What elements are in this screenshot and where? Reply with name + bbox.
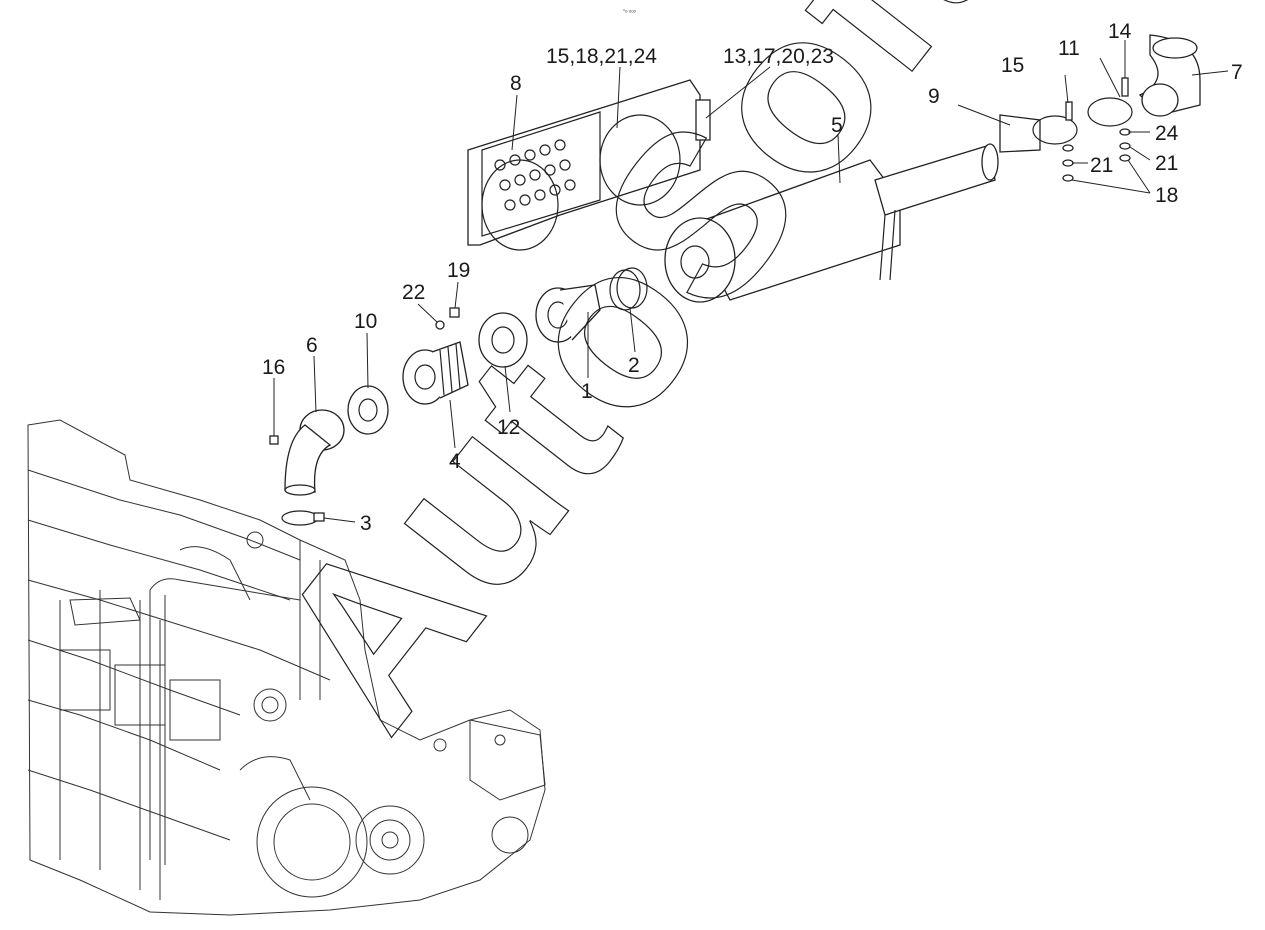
callout-2: 2 xyxy=(628,354,640,377)
callout-6: 6 xyxy=(306,334,318,357)
engine-assembly xyxy=(27,419,546,916)
part-3-clamp xyxy=(281,510,325,526)
callout-16: 16 xyxy=(262,356,285,379)
callout-3: 3 xyxy=(360,512,372,535)
leader-lines xyxy=(273,40,1229,523)
callout-5: 5 xyxy=(831,114,843,137)
callout-15: 15 xyxy=(1001,54,1024,77)
part-1-flange-pipe xyxy=(535,284,601,343)
callout-18: 18 xyxy=(1155,184,1178,207)
callout-21-left: 21 xyxy=(1090,154,1113,177)
part-7-elbow xyxy=(1138,34,1201,117)
callout-13-17-20-23: 13,17,20,23 xyxy=(723,45,834,68)
part-5-muffler xyxy=(664,143,999,303)
callout-10: 10 xyxy=(354,310,377,333)
callouts: 8 15,18,21,24 13,17,20,23 5 9 15 11 14 7… xyxy=(262,20,1243,535)
header-mark: ▫ₒ ₒₒₒ xyxy=(623,8,637,14)
callout-11: 11 xyxy=(1058,37,1080,60)
part-8-frame xyxy=(467,79,711,251)
callout-19: 19 xyxy=(447,259,470,282)
part-6-elbow-pipe xyxy=(284,409,345,496)
callout-21-right: 21 xyxy=(1155,152,1178,175)
callout-4: 4 xyxy=(449,450,461,473)
callout-7: 7 xyxy=(1231,61,1243,84)
watermark: AutoSoft xyxy=(224,0,1034,772)
callout-12: 12 xyxy=(497,416,520,439)
fasteners-right xyxy=(1062,128,1131,182)
callout-22: 22 xyxy=(402,281,425,304)
callout-8: 8 xyxy=(510,72,522,95)
callout-24: 24 xyxy=(1155,122,1179,145)
callout-14: 14 xyxy=(1108,20,1132,43)
callout-1: 1 xyxy=(581,380,593,403)
part-9-bracket xyxy=(999,77,1133,153)
part-2-clamp xyxy=(609,267,648,311)
callout-9: 9 xyxy=(928,85,940,108)
part-12-gasket xyxy=(478,312,528,368)
part-4-bellows xyxy=(402,341,469,405)
callout-15-18-21-24: 15,18,21,24 xyxy=(546,45,657,68)
